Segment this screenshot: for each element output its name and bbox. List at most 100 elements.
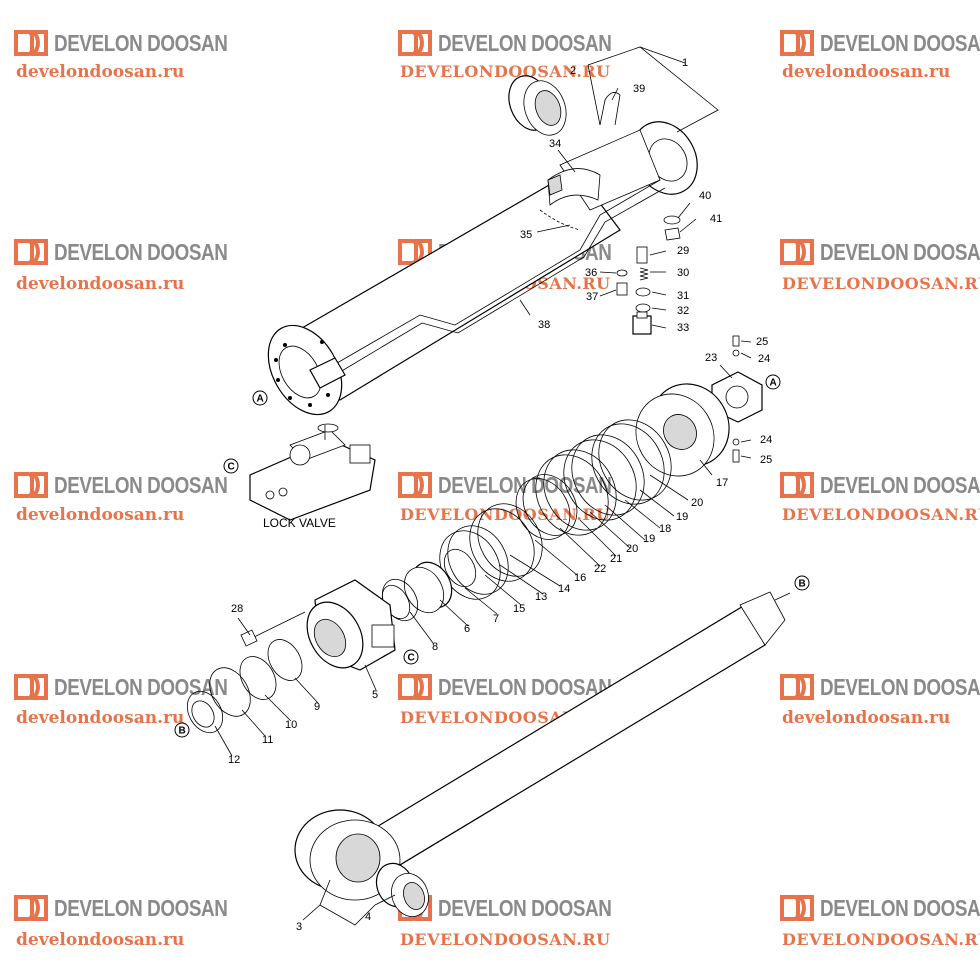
part-number-20: 20: [691, 497, 703, 509]
part-number-24-bottom: 24: [760, 434, 772, 446]
part-number-17: 17: [716, 477, 728, 489]
watermark-brand: DEVELON DOOSAN: [54, 29, 228, 56]
watermark-logo: DEVELON DOOSAN: [398, 672, 650, 702]
part-number-14: 14: [558, 583, 570, 595]
part-number-35: 35: [520, 229, 532, 241]
watermark-logo: DEVELON DOOSAN: [14, 893, 266, 923]
svg-text:C: C: [228, 462, 235, 473]
watermark-url: develondoosan.ru: [16, 708, 185, 728]
watermark-brand: DEVELON DOOSAN: [820, 894, 980, 921]
piston-17: [635, 383, 730, 477]
ring-31: [635, 287, 651, 297]
watermark-url: develondoosan.ru: [16, 930, 185, 950]
watermark-url: develondoosan.ru: [16, 505, 185, 525]
plug-33: [632, 311, 652, 335]
setscrew-25-top: [732, 335, 740, 347]
watermark-brand: DEVELON DOOSAN: [438, 471, 612, 498]
part-number-39: 39: [633, 83, 645, 95]
part-number-23: 23: [705, 352, 717, 364]
watermark-logo: DEVELON DOOSAN: [398, 28, 650, 58]
develon-logo-icon: [14, 895, 48, 921]
bushing-6: [403, 561, 453, 614]
watermark-brand: DEVELON DOOSAN: [438, 894, 612, 921]
lock-valve: [249, 423, 376, 521]
part-number-9: 9: [314, 701, 320, 713]
ball-24-top: [732, 349, 740, 357]
develon-logo-icon: [780, 472, 814, 498]
watermark-brand: DEVELON DOOSAN: [54, 673, 228, 700]
watermark-logo: DEVELON DOOSAN: [780, 237, 980, 267]
part-number-25-bottom: 25: [760, 454, 772, 466]
watermark-brand: DEVELON DOOSAN: [820, 29, 980, 56]
ring-7: [443, 548, 477, 588]
develon-logo-icon: [14, 30, 48, 56]
part-number-28: 28: [231, 603, 243, 615]
part-number-25-top: 25: [756, 336, 768, 348]
watermark-logo: DEVELON DOOSAN: [14, 672, 266, 702]
callout-a-right: A: [765, 374, 781, 390]
part-number-7: 7: [493, 613, 499, 625]
part-number-8: 8: [432, 641, 438, 653]
setscrew-25-bottom: [732, 449, 740, 463]
develon-logo-icon: [780, 674, 814, 700]
seal-10: [239, 656, 277, 700]
svg-text:A: A: [770, 378, 777, 389]
watermark-url: DEVELONDOOSAN.RU: [400, 62, 611, 81]
callout-c-head: C: [403, 649, 419, 665]
part-number-11: 11: [262, 734, 273, 746]
part-number-24-top: 24: [758, 353, 770, 365]
seal-9: [267, 639, 303, 681]
oring-32: [635, 303, 651, 313]
part-number-36: 36: [585, 267, 597, 279]
cylinder-tube: [267, 121, 698, 416]
watermark-logo: DEVELON DOOSAN: [780, 28, 980, 58]
part-number-32: 32: [677, 305, 689, 317]
bolt-36: [616, 269, 628, 277]
part-number-1: 1: [682, 57, 688, 69]
fitting-29: [636, 246, 648, 264]
develon-logo-icon: [780, 239, 814, 265]
watermark-brand: DEVELON DOOSAN: [820, 673, 980, 700]
seal-12: [186, 690, 224, 734]
watermark-url: DEVELONDOOSAN.RU: [400, 505, 611, 524]
watermark-brand: DEVELON DOOSAN: [438, 673, 612, 700]
part-number-22: 22: [594, 563, 606, 575]
seal-11: [209, 667, 251, 717]
develon-logo-icon: [398, 472, 432, 498]
part-number-2: 2: [570, 65, 576, 77]
watermark-logo: DEVELON DOOSAN: [398, 893, 650, 923]
watermark-url: DEVELONDOOSAN.RU: [782, 505, 980, 524]
part-number-16: 16: [574, 572, 586, 584]
watermark-url: DEVELONDOOSAN.RU: [782, 274, 980, 293]
part-number-15: 15: [513, 603, 525, 615]
callout-c-valve: C: [223, 458, 239, 474]
part-number-31: 31: [677, 290, 689, 302]
ball-24-bottom: [732, 438, 740, 446]
nut-41: [664, 227, 681, 241]
bolt-37: [616, 282, 628, 296]
develon-logo-icon: [14, 472, 48, 498]
watermark-url: develondoosan.ru: [16, 274, 185, 294]
watermark-logo: DEVELON DOOSAN: [14, 237, 266, 267]
part-number-4: 4: [365, 911, 371, 923]
rod-head-5: [306, 579, 396, 671]
svg-text:B: B: [799, 579, 806, 590]
flange-bolt-holes: [274, 340, 337, 407]
watermark-logo: DEVELON DOOSAN: [398, 470, 650, 500]
part-number-21: 21: [610, 553, 622, 565]
watermark-brand: DEVELON DOOSAN: [820, 471, 980, 498]
watermark-url: DEVELONDOOSAN.RU: [400, 930, 611, 949]
part-number-19: 19: [676, 511, 688, 523]
part-number-3: 3: [296, 921, 302, 933]
develon-logo-icon: [780, 30, 814, 56]
part-number-5: 5: [372, 689, 378, 701]
part-numbers: 1 2 3 4 5 6 7 8 9 10 11 12 13 14 15 16 1…: [228, 57, 772, 933]
part-number-29: 29: [677, 245, 689, 257]
bolt-28: [240, 611, 306, 647]
develon-logo-icon: [780, 895, 814, 921]
svg-text:C: C: [408, 653, 415, 664]
develon-logo-icon: [14, 239, 48, 265]
part-number-34: 34: [549, 138, 561, 150]
part-number-33: 33: [677, 322, 689, 334]
